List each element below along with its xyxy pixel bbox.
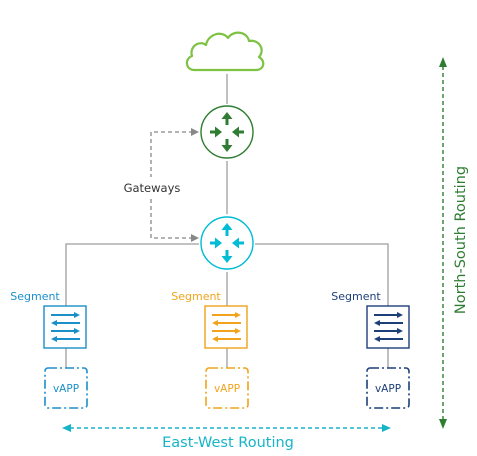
vapp-label-mid: vAPP — [214, 383, 240, 395]
segment-switch-left — [43, 305, 87, 349]
tier1-to-right-segment-line — [255, 243, 389, 306]
vapp-left: vAPP — [44, 367, 88, 409]
segment-label-mid: Segment — [171, 290, 221, 303]
vapp-icon — [205, 367, 249, 409]
vapp-icon — [44, 367, 88, 409]
segment-switch-right — [366, 305, 410, 349]
segment-switch-icon — [374, 312, 403, 342]
arrow-down-icon — [439, 419, 447, 429]
gateways-bracket: Gateways — [124, 128, 199, 242]
north-south-label: North-South Routing — [453, 166, 469, 314]
tier0-router-icon — [200, 105, 254, 159]
tier1-router-icon — [200, 216, 254, 270]
east-west-label: East-West Routing — [162, 435, 294, 451]
vapp-label-left: vAPP — [53, 383, 79, 395]
arrowhead-icon — [191, 234, 199, 242]
tier1-to-left-segment-line — [65, 243, 199, 306]
east-west-axis: East-West Routing — [62, 424, 391, 451]
connection-lines — [65, 74, 389, 368]
vapp-icon — [366, 367, 410, 409]
vapp-right: vAPP — [366, 367, 410, 409]
segment-label-right: Segment — [331, 290, 381, 303]
north-south-axis: North-South Routing — [439, 57, 469, 429]
gateways-label: Gateways — [124, 181, 181, 195]
arrow-left-icon — [62, 424, 71, 432]
vapp-mid: vAPP — [205, 367, 249, 409]
arrow-right-icon — [382, 424, 391, 432]
arrow-up-icon — [439, 57, 447, 67]
segment-switch-icon — [212, 312, 241, 342]
segment-switch-icon — [51, 312, 80, 342]
segment-label-left: Segment — [10, 290, 60, 303]
arrowhead-icon — [191, 128, 199, 136]
segment-switch-mid — [204, 305, 248, 349]
cloud-icon — [185, 31, 265, 72]
vapp-label-right: vAPP — [375, 383, 401, 395]
